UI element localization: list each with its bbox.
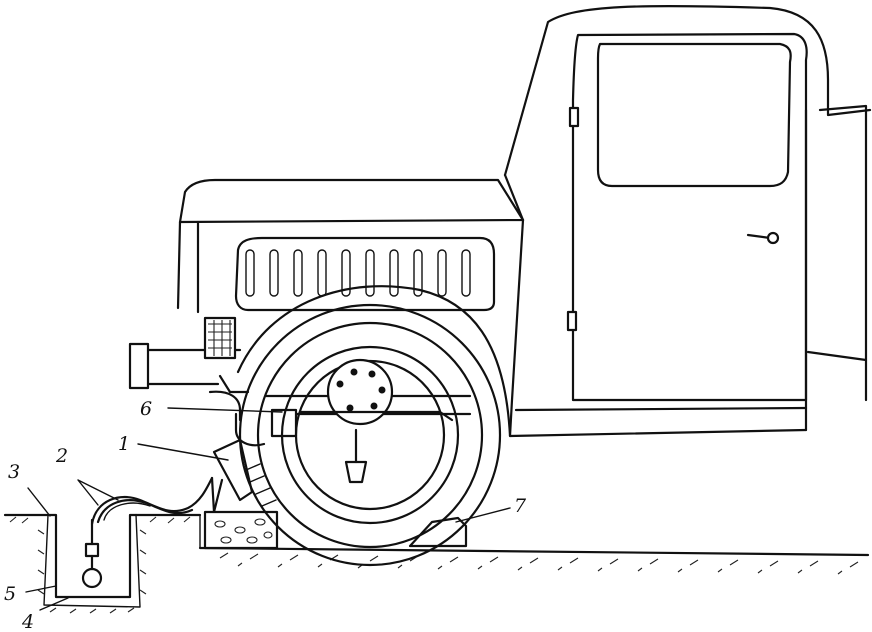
leader-7 (455, 507, 511, 523)
louvres (245, 249, 471, 297)
bumper (128, 342, 150, 390)
truck (128, 4, 872, 447)
front-wheel (238, 303, 502, 567)
louvre-panel (234, 236, 496, 312)
label-4: 4 (21, 611, 34, 632)
support-stand (203, 510, 279, 550)
leader-lines (25, 407, 511, 611)
leader-3 (27, 487, 51, 517)
door-handle[interactable] (746, 233, 772, 240)
leader-2 (77, 479, 119, 506)
label-2: 2 (55, 445, 68, 467)
wheel-chock-7 (408, 516, 468, 548)
ground (3, 513, 870, 575)
pump-device (81, 567, 103, 589)
fender-arch (236, 285, 512, 438)
label-7: 7 (514, 495, 527, 517)
door-window (596, 42, 792, 188)
rim (280, 345, 460, 525)
hood (178, 178, 525, 224)
label-1: 1 (118, 433, 130, 455)
label-3: 3 (8, 461, 20, 483)
leader-5 (25, 585, 57, 593)
leader-1 (137, 443, 229, 461)
valve-block (84, 542, 100, 558)
label-6: 6 (140, 398, 152, 420)
cab-door (571, 32, 808, 402)
tire (238, 303, 502, 567)
hoses (90, 476, 224, 526)
pit (37, 513, 147, 614)
leader-4 (39, 597, 69, 611)
label-5: 5 (4, 583, 16, 605)
leader-6 (167, 407, 283, 413)
